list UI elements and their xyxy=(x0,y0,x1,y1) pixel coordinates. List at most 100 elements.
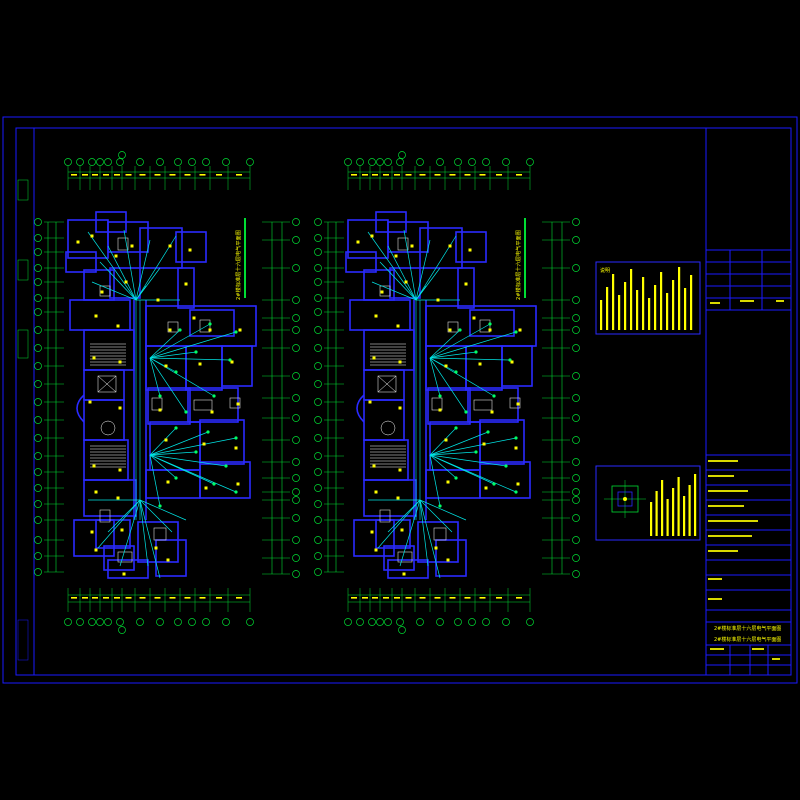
axis-bubble xyxy=(34,278,42,286)
device xyxy=(410,244,414,248)
notes-box-1: 说明 xyxy=(595,261,701,335)
axis-bubble xyxy=(292,496,300,504)
title-caption-2: 2#楼标准层十六层电气平面图 xyxy=(714,636,781,643)
device xyxy=(468,248,472,252)
device xyxy=(372,464,376,468)
note-line xyxy=(655,491,658,536)
wire-run xyxy=(429,454,441,507)
axis-bubble xyxy=(34,434,42,442)
axis-bubble xyxy=(314,484,322,492)
device xyxy=(510,360,514,364)
device xyxy=(118,406,122,410)
axis-bubbles xyxy=(314,151,580,634)
axis-bubble xyxy=(96,158,104,166)
axis-bubble xyxy=(314,568,322,576)
axis-bubble xyxy=(34,468,42,476)
note-line xyxy=(650,502,653,536)
axis-bubble xyxy=(376,618,384,626)
device xyxy=(100,290,104,294)
axis-bubble xyxy=(64,158,72,166)
wire-run xyxy=(149,331,237,359)
fixture xyxy=(99,509,111,523)
axis-bubble xyxy=(572,218,580,226)
note-line xyxy=(618,295,621,330)
device xyxy=(76,240,80,244)
axis-bubble xyxy=(314,234,322,242)
wall-room xyxy=(455,231,487,263)
device xyxy=(372,356,376,360)
fixture xyxy=(199,319,211,333)
junction xyxy=(474,350,478,354)
wire-run xyxy=(149,454,227,467)
axis-bubble xyxy=(156,618,164,626)
device xyxy=(482,442,486,446)
junction-dots xyxy=(158,322,238,508)
fixture xyxy=(397,551,413,563)
axis-bubble xyxy=(116,618,124,626)
floor-plan-2: 2#楼标准层十六层电气平面图 xyxy=(314,151,580,634)
riser xyxy=(415,300,421,520)
device xyxy=(518,328,522,332)
axis-bubble xyxy=(356,618,364,626)
wall-room xyxy=(383,545,415,571)
title-caption-1: 2#楼标准层十六层电气平面图 xyxy=(714,625,781,632)
device xyxy=(164,438,168,442)
axis-bubble xyxy=(572,372,580,380)
axis-bubble xyxy=(572,554,580,562)
wire-run xyxy=(149,357,231,361)
device xyxy=(370,234,374,238)
device xyxy=(238,328,242,332)
axis-bubble xyxy=(454,618,462,626)
fixture xyxy=(229,397,241,409)
wire-run xyxy=(429,431,489,456)
junction xyxy=(194,450,198,454)
junction xyxy=(464,410,468,414)
junction xyxy=(458,328,462,332)
axis-bubble xyxy=(222,618,230,626)
device xyxy=(464,282,468,286)
note-line xyxy=(690,275,693,330)
axis-bubble xyxy=(34,218,42,226)
axis-bubble xyxy=(292,488,300,496)
dimension-lines xyxy=(44,166,290,612)
axis-bubble xyxy=(314,326,322,334)
axis-bubble xyxy=(572,344,580,352)
wire-run xyxy=(149,437,237,456)
dimension-lines xyxy=(324,166,570,612)
axis-bubble xyxy=(292,474,300,482)
axis-bubble xyxy=(96,618,104,626)
wire-run xyxy=(399,499,421,567)
wall-room xyxy=(419,227,463,269)
device xyxy=(516,482,520,486)
wire-run xyxy=(139,499,187,521)
device xyxy=(380,290,384,294)
axis-bubble xyxy=(314,380,322,388)
axis-bubble xyxy=(572,570,580,578)
axis-bubble xyxy=(436,618,444,626)
device xyxy=(116,496,120,500)
junction xyxy=(178,328,182,332)
walls xyxy=(345,211,537,579)
device xyxy=(88,400,92,404)
device xyxy=(154,546,158,550)
axis-bubble xyxy=(104,618,112,626)
note-line xyxy=(661,480,664,536)
axis-bubble xyxy=(572,514,580,522)
axis-bubble xyxy=(34,500,42,508)
wire-run xyxy=(371,281,417,301)
device xyxy=(400,528,404,532)
device xyxy=(158,408,162,412)
device xyxy=(120,528,124,532)
notes-box-2 xyxy=(595,465,701,541)
device xyxy=(168,244,172,248)
device xyxy=(374,314,378,318)
wall-room xyxy=(469,309,515,337)
wiring xyxy=(87,229,237,579)
wire-run xyxy=(135,239,151,301)
axis-bubble xyxy=(572,488,580,496)
device xyxy=(118,468,122,472)
device xyxy=(124,280,128,284)
axis-bubble xyxy=(314,536,322,544)
junction xyxy=(206,430,210,434)
